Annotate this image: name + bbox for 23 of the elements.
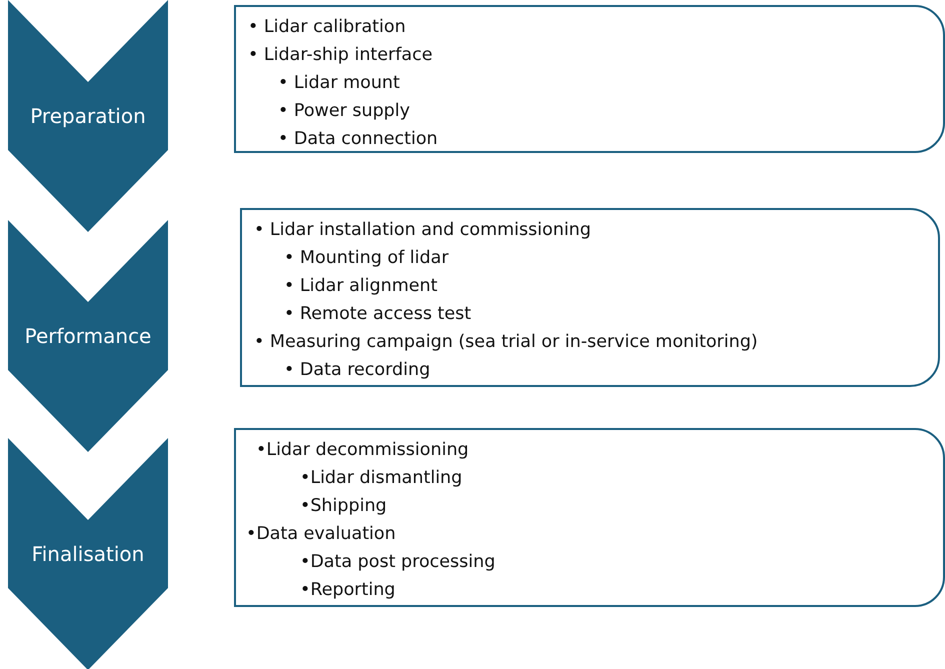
list-item: •Lidar decommissioning — [256, 439, 469, 462]
list-item: •Data evaluation — [246, 523, 396, 546]
stage-label: Finalisation — [30, 542, 146, 566]
list-item: • Lidar calibration — [248, 16, 406, 39]
text-box — [240, 208, 940, 387]
list-item: •Lidar dismantling — [300, 467, 462, 490]
list-item: • Lidar mount — [278, 72, 400, 95]
list-item: • Remote access test — [284, 303, 472, 326]
stage-label: Preparation — [29, 104, 147, 128]
list-item: • Lidar-ship interface — [248, 44, 433, 67]
list-item: • Data recording — [284, 359, 430, 382]
stage-label: Performance — [24, 324, 152, 348]
list-item: •Shipping — [300, 495, 387, 518]
list-item: •Data post processing — [300, 551, 496, 574]
text-box — [234, 5, 945, 153]
list-item: • Lidar alignment — [284, 275, 438, 298]
list-item: • Lidar installation and commissioning — [254, 219, 592, 242]
list-item: • Data connection — [278, 128, 438, 151]
list-item: • Measuring campaign (sea trial or in-service monitoring) — [254, 331, 758, 354]
list-item: • Power supply — [278, 100, 410, 123]
list-item: • Mounting of lidar — [284, 247, 449, 270]
text-box — [234, 428, 945, 607]
list-item: •Reporting — [300, 579, 396, 602]
